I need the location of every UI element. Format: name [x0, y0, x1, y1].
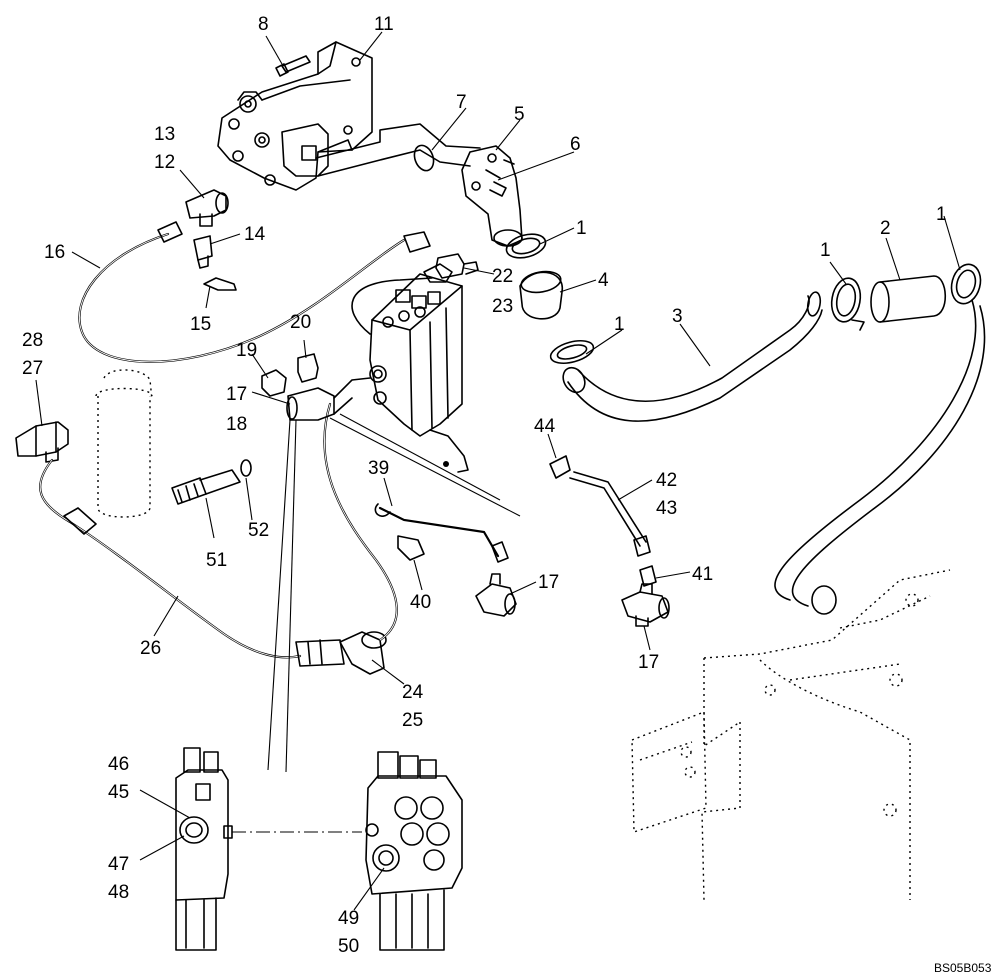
- callout-3: 3: [672, 306, 683, 327]
- callout-6: 6: [570, 134, 581, 155]
- sleeve-2: [870, 275, 946, 323]
- tube-42: [569, 471, 651, 557]
- callout-49: 49: [338, 908, 359, 929]
- fitting-40: [397, 535, 425, 561]
- callout-52: 52: [248, 520, 269, 541]
- callout-15: 15: [190, 314, 211, 335]
- callout-42: 42: [656, 470, 677, 491]
- callout-28: 28: [22, 330, 43, 351]
- clamp-15: [203, 277, 237, 291]
- clamp-1-right-b: [950, 263, 982, 305]
- hydraulic-filter: [95, 369, 153, 518]
- callout-14: 14: [244, 224, 266, 245]
- leader-lines: [35, 31, 961, 911]
- callout-labels: 8 11 7 5 6 13 12 14 16 15 1 22 23 4 1 3 …: [22, 14, 992, 975]
- o-ring-52: [240, 459, 252, 477]
- callout-40: 40: [410, 592, 431, 613]
- callout-17-mid: 17: [538, 572, 559, 593]
- tee-fitting-17-mid: [475, 573, 517, 617]
- elbow-flange-5: [461, 145, 523, 247]
- hose-24-line: [323, 402, 398, 642]
- tank-hose: [774, 299, 977, 601]
- tee-fitting-17-right: [621, 583, 670, 627]
- callout-16: 16: [44, 242, 65, 263]
- callout-23: 23: [492, 296, 513, 317]
- valve-loop-line: [351, 277, 433, 335]
- leader-17-to-valve-left: [267, 419, 291, 771]
- callout-1-upper: 1: [576, 218, 587, 239]
- clamp-1-mid: [549, 339, 595, 365]
- callout-8: 8: [258, 14, 269, 35]
- fitting-44: [549, 455, 571, 479]
- hydraulic-tank-frame: [631, 569, 951, 901]
- callout-17-right: 17: [638, 652, 659, 673]
- callout-48: 48: [108, 882, 129, 903]
- o-ring-7: [413, 144, 435, 172]
- callout-47: 47: [108, 854, 129, 875]
- valve-section-right: [365, 751, 463, 951]
- callout-51: 51: [206, 550, 227, 571]
- callout-18: 18: [226, 414, 247, 435]
- drawing-code: BS05B053: [934, 961, 992, 975]
- pump-suction-outline: [315, 123, 481, 159]
- callout-24: 24: [402, 682, 424, 703]
- callout-4: 4: [598, 270, 609, 291]
- bolt-8: [275, 55, 311, 77]
- hose-3: [562, 291, 823, 422]
- clamp-1-upper: [505, 233, 547, 259]
- callout-1-right-a: 1: [820, 240, 831, 261]
- cap-20: [297, 353, 319, 383]
- callout-1-mid: 1: [614, 314, 625, 335]
- valve-section-left: [175, 747, 233, 951]
- callout-41: 41: [692, 564, 713, 585]
- callout-19: 19: [236, 340, 257, 361]
- control-valve: [369, 263, 469, 473]
- clamp-1-right-a: [830, 277, 865, 331]
- callout-13: 13: [154, 124, 175, 145]
- pump-suction-outline-lower: [317, 149, 471, 177]
- callout-25: 25: [402, 710, 423, 731]
- callout-45: 45: [108, 782, 129, 803]
- callout-1-right-b: 1: [936, 204, 947, 225]
- callout-22: 22: [492, 266, 513, 287]
- callout-12: 12: [154, 152, 175, 173]
- fitting-14: [193, 235, 213, 269]
- callout-5: 5: [514, 104, 525, 125]
- hose-16: [78, 221, 431, 363]
- hose-26: [39, 458, 345, 667]
- callout-43: 43: [656, 498, 677, 519]
- callout-26: 26: [140, 638, 161, 659]
- callout-46: 46: [108, 754, 129, 775]
- fitting-51: [171, 469, 241, 505]
- callout-20: 20: [290, 312, 311, 333]
- callout-27: 27: [22, 358, 43, 379]
- callout-2: 2: [880, 218, 891, 239]
- fitting-41: [639, 565, 657, 587]
- fitting-27: [15, 421, 69, 463]
- hose-sleeve-4: [519, 270, 563, 320]
- tee-fitting-12: [185, 189, 229, 227]
- callout-44: 44: [534, 416, 556, 437]
- hydraulic-pump: [217, 41, 373, 191]
- callout-17-valve: 17: [226, 384, 247, 405]
- bolt-6: [485, 169, 507, 197]
- callout-11: 11: [374, 14, 394, 35]
- callout-7: 7: [456, 92, 467, 113]
- plug-19: [261, 369, 287, 397]
- elbow-24: [339, 631, 387, 675]
- leader-17-to-tee: [329, 417, 521, 517]
- callout-39: 39: [368, 458, 389, 479]
- callout-50: 50: [338, 936, 359, 957]
- tube-39: [374, 503, 509, 563]
- fitting-22: [435, 253, 479, 279]
